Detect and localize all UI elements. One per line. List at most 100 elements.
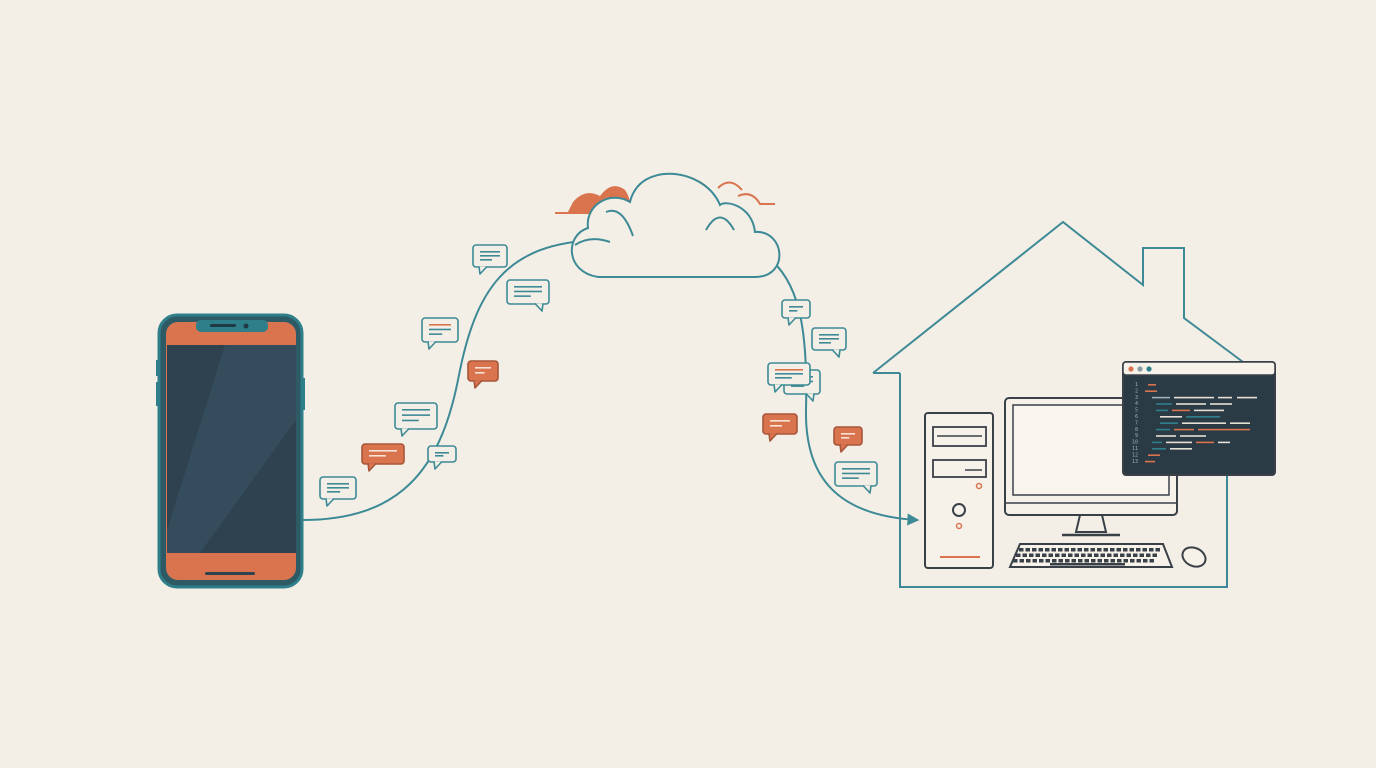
chat-bubble-icon	[767, 362, 811, 393]
code-line-number: 9	[1135, 433, 1138, 439]
window-maximize-dot	[1146, 366, 1152, 372]
code-line	[1156, 403, 1172, 405]
keyboard-key	[1045, 548, 1050, 552]
code-line	[1166, 441, 1192, 444]
keyboard-key	[1116, 548, 1121, 552]
keyboard-key	[1094, 553, 1099, 557]
keyboard-key	[1032, 548, 1037, 552]
keyboard-key	[1051, 548, 1056, 552]
chat-bubble-icon	[834, 461, 878, 494]
keyboard-key	[1129, 548, 1134, 552]
code-line	[1145, 390, 1157, 392]
keyboard-spacebar	[1050, 563, 1125, 566]
keyboard-key	[1107, 553, 1112, 557]
chat-bubble-icon	[421, 317, 459, 350]
keyboard-key	[1126, 553, 1131, 557]
code-line	[1198, 428, 1250, 431]
chat-bubble-icon	[361, 443, 405, 472]
keyboard-key	[1113, 553, 1118, 557]
keyboard-key	[1019, 559, 1024, 563]
keyboard-key	[1039, 559, 1044, 563]
keyboard-key	[1022, 553, 1027, 557]
code-line	[1186, 416, 1220, 418]
keyboard-key	[1084, 559, 1089, 563]
chat-bubble-icon	[506, 279, 550, 312]
code-line	[1230, 422, 1250, 424]
code-line	[1194, 409, 1224, 412]
code-line	[1160, 416, 1182, 418]
keyboard-key	[1045, 559, 1050, 563]
keyboard-key	[1136, 559, 1141, 563]
code-line-number: 3	[1135, 395, 1138, 401]
code-line	[1156, 428, 1170, 431]
code-line	[1152, 396, 1170, 399]
code-line	[1176, 403, 1206, 405]
mouse-icon	[1181, 546, 1207, 568]
keyboard-key	[1139, 553, 1144, 557]
keyboard-key	[1078, 559, 1083, 563]
keyboard-key	[1058, 559, 1063, 563]
keyboard-key	[1025, 548, 1030, 552]
code-line	[1237, 396, 1257, 399]
keyboard-key	[1152, 553, 1157, 557]
code-line	[1218, 441, 1230, 444]
keyboard-key	[1146, 553, 1151, 557]
keyboard-key	[1013, 559, 1018, 563]
keyboard-key	[1029, 553, 1034, 557]
code-line-number: 8	[1135, 427, 1138, 433]
code-line	[1218, 396, 1232, 399]
code-line-number: 11	[1132, 446, 1138, 452]
keyboard-key	[1123, 559, 1128, 563]
keyboard-key	[1155, 548, 1160, 552]
keyboard-key	[1097, 559, 1102, 563]
keyboard-key	[1071, 548, 1076, 552]
keyboard-key	[1016, 553, 1021, 557]
chat-bubble-icon	[394, 402, 438, 437]
chat-bubble-icon	[427, 445, 457, 470]
chat-bubble-icon	[472, 244, 508, 275]
code-line-number: 2	[1135, 388, 1138, 394]
window-close-dot	[1128, 366, 1134, 372]
code-line	[1196, 441, 1214, 444]
keyboard-key	[1035, 553, 1040, 557]
keyboard-key	[1143, 559, 1148, 563]
keyboard-key	[1097, 548, 1102, 552]
keyboard-key	[1110, 548, 1115, 552]
keyboard-key	[1149, 559, 1154, 563]
code-line	[1210, 403, 1232, 405]
keyboard-key	[1104, 559, 1109, 563]
keyboard-key	[1048, 553, 1053, 557]
code-line	[1148, 454, 1160, 456]
code-line	[1156, 435, 1176, 437]
keyboard-key	[1052, 559, 1057, 563]
keyboard-key	[1038, 548, 1043, 552]
chat-bubble-icon	[467, 360, 499, 389]
desktop-tower-icon	[924, 412, 994, 569]
keyboard-key	[1077, 548, 1082, 552]
keyboard-key	[1136, 548, 1141, 552]
code-line	[1182, 422, 1226, 424]
keyboard-key	[1117, 559, 1122, 563]
cloud-icon	[555, 172, 781, 278]
keyboard-key	[1149, 548, 1154, 552]
keyboard-key	[1058, 548, 1063, 552]
code-line	[1172, 409, 1190, 412]
smartphone-icon	[156, 313, 305, 589]
keyboard-key	[1084, 548, 1089, 552]
code-line-number: 4	[1135, 401, 1138, 407]
code-line	[1174, 428, 1194, 431]
keyboard-key	[1061, 553, 1066, 557]
keyboard-key	[1103, 548, 1108, 552]
keyboard-key	[1026, 559, 1031, 563]
keyboard-key	[1090, 548, 1095, 552]
chat-bubble-icon	[781, 299, 811, 326]
keyboard-key	[1100, 553, 1105, 557]
chat-bubble-icon	[319, 476, 357, 507]
window-minimize-dot	[1137, 366, 1143, 372]
code-line-number: 12	[1132, 452, 1138, 458]
code-line	[1152, 448, 1166, 450]
keyboard-key	[1074, 553, 1079, 557]
keyboard-key	[1042, 553, 1047, 557]
code-line	[1145, 460, 1155, 463]
